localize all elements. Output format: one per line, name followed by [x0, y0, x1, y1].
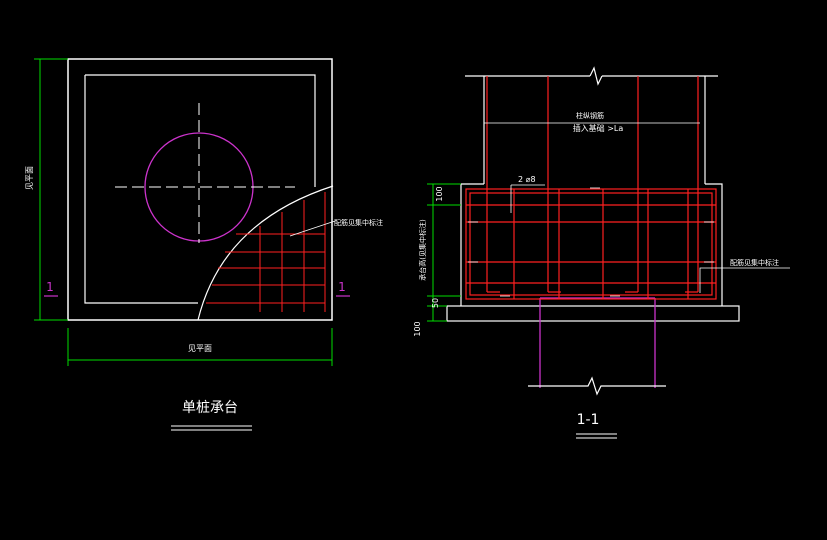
plan-dim-bottom: [67, 328, 333, 366]
dim-100-top: 100: [435, 186, 444, 201]
plan-section-mark-left: 1: [46, 280, 54, 294]
plan-view: 配筋见集中标注 见平面 见平面 1 1 单桩承台: [25, 58, 383, 431]
plan-rebar-mesh: [206, 192, 326, 312]
plan-dim-left: [34, 58, 68, 321]
section-view: 柱纵钢筋 插入基础 >La 2 ⌀8 100 50 100 承台高(见集中标注)…: [413, 66, 790, 439]
pile-break-line: [528, 376, 666, 396]
cap-outline: [460, 183, 723, 306]
plan-title: 单桩承台: [182, 399, 238, 416]
plan-dim-bottom-label: 见平面: [188, 344, 212, 353]
section-rebar-leader: [699, 267, 790, 293]
cap-height-label: 承台高(见集中标注): [418, 219, 427, 281]
plan-cap-outline: [67, 58, 333, 321]
plan-break-line: [197, 185, 334, 321]
dim-100-bottom: 100: [413, 321, 422, 336]
plan-section-mark-right: 1: [338, 280, 346, 294]
rebar-markers: [468, 187, 714, 297]
column-note-1: 柱纵钢筋: [576, 111, 604, 120]
section-rebar-note: 配筋见集中标注: [730, 258, 779, 267]
plan-dim-left-label: 见平面: [25, 166, 34, 190]
plan-inner-outline: [84, 74, 316, 304]
section-dims-left: [427, 183, 461, 322]
column-note-2: 插入基础 >La: [573, 123, 624, 133]
column-break-symbol: [589, 66, 603, 86]
plan-rebar-note: 配筋见集中标注: [334, 218, 383, 227]
cap-rebar-cage: [465, 188, 717, 300]
stirrup-label: 2 ⌀8: [518, 175, 536, 184]
dim-50: 50: [431, 298, 440, 308]
section-title: 1-1: [577, 412, 600, 428]
column-rebar: [486, 76, 699, 293]
plan-rebar-leader: [289, 220, 336, 237]
blinding-layer: [446, 305, 740, 322]
